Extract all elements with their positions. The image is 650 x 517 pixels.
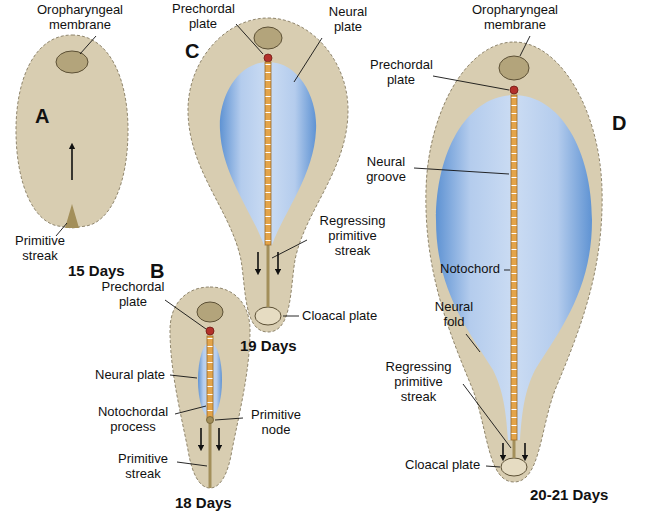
arrow-c-left	[257, 252, 259, 272]
neural-plate-d	[436, 95, 592, 440]
oropharyngeal-membrane-c	[254, 27, 282, 49]
leader	[175, 406, 206, 414]
panel-letter: A	[35, 105, 49, 128]
part-label: Cloacal plate	[405, 458, 480, 473]
neural-plates	[198, 62, 592, 440]
leader	[272, 240, 307, 258]
oropharyngeal-membrane-b	[197, 302, 223, 322]
stage-age-label: 15 Days	[68, 262, 125, 279]
embryo-d	[426, 42, 602, 482]
stage-age-label: 18 Days	[175, 494, 232, 511]
part-label: Notochord	[440, 262, 500, 277]
embryo-b	[170, 287, 250, 488]
part-label: Neural plate	[95, 368, 165, 383]
part-label: Prechordal plate	[100, 280, 166, 310]
leader	[236, 24, 263, 54]
oropharyngeal-membrane-a	[56, 51, 88, 73]
part-label: Oropharyngeal membrane	[455, 3, 575, 33]
part-label: Prechordal plate	[370, 58, 432, 88]
part-label: Neural fold	[428, 300, 480, 330]
prechordal-plate-b	[206, 327, 214, 335]
arrow-d-right	[524, 443, 526, 458]
part-label: Prechordal plate	[172, 2, 234, 32]
cloacal-plate-d	[501, 458, 527, 476]
embryo-a	[16, 35, 128, 228]
notochord-segments-c	[266, 64, 271, 243]
notochord-c	[265, 62, 271, 245]
prechordal-plates	[206, 54, 518, 335]
leader	[283, 316, 299, 317]
panel-letter: D	[612, 112, 626, 135]
arrow-b-right	[218, 428, 220, 448]
notochords	[207, 62, 518, 440]
panel-letter: B	[150, 260, 164, 283]
part-label: Neural plate	[318, 5, 378, 35]
leader	[165, 300, 206, 329]
part-label: Regressing primitive streak	[376, 360, 461, 405]
primitive-streak-b	[209, 420, 212, 488]
leader	[177, 462, 207, 466]
primitive-streaks	[65, 204, 514, 488]
part-label: Cloacal plate	[302, 309, 377, 324]
part-label: Neural groove	[356, 155, 416, 185]
part-label: Primitive node	[245, 408, 307, 438]
notochord-segments-d	[512, 97, 517, 438]
notochordal-process-b	[207, 336, 213, 420]
membranes	[56, 27, 529, 476]
arrow-b-left	[200, 428, 202, 448]
leader	[170, 375, 197, 378]
part-label: Primitive streak	[5, 234, 75, 264]
part-label: Notochordal process	[92, 405, 174, 435]
leader	[520, 36, 530, 56]
primitive-node-b	[207, 417, 214, 424]
leader	[466, 334, 480, 352]
primitive-streak-d	[513, 440, 516, 458]
notochord-segments-b	[208, 338, 213, 418]
oropharyngeal-membrane-d	[499, 56, 529, 80]
notochord-d	[511, 95, 517, 440]
leader	[414, 168, 509, 174]
part-label: Primitive streak	[108, 452, 178, 482]
part-label: Regressing primitive streak	[310, 214, 395, 259]
leader	[486, 466, 500, 467]
primitive-streak-a	[65, 204, 79, 228]
neural-plate-c	[220, 62, 316, 245]
leader	[80, 36, 96, 54]
leader-lines	[56, 24, 530, 467]
prechordal-plate-c	[264, 54, 272, 62]
embryo-c	[188, 18, 348, 332]
prechordal-plate-d	[510, 86, 518, 94]
panel-letter: C	[185, 40, 199, 63]
leader	[504, 270, 510, 271]
embryonic-discs	[16, 18, 602, 488]
cloacal-plate-c	[255, 307, 281, 325]
primitive-streak-c	[267, 245, 270, 307]
part-label: Oropharyngeal membrane	[20, 3, 140, 33]
stage-age-label: 19 Days	[240, 337, 297, 354]
leader	[294, 38, 322, 82]
leader	[215, 418, 243, 420]
stage-age-label: 20-21 Days	[530, 486, 608, 503]
direction-arrows	[72, 146, 525, 458]
arrow-d-left	[502, 443, 504, 458]
leader	[463, 384, 511, 448]
arrow-a	[71, 146, 73, 180]
leader	[433, 76, 509, 90]
